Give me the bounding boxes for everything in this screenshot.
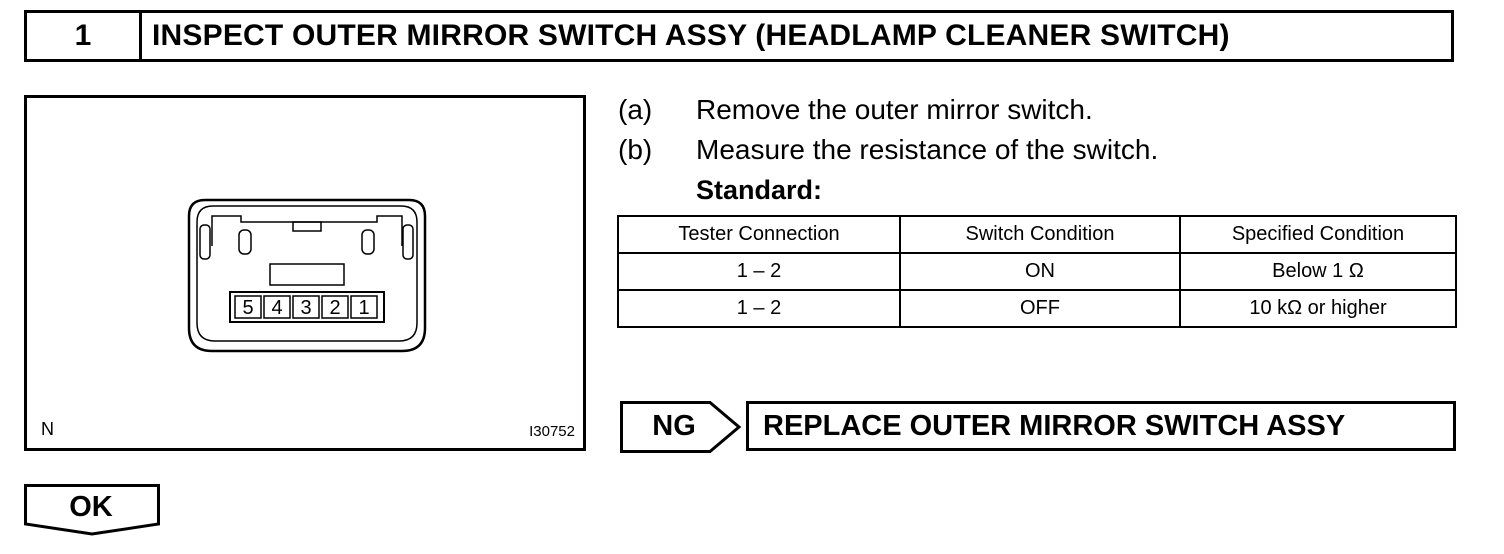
standard-label: Standard: [696,175,823,205]
pin-label: 5 [242,297,253,319]
terminal-cell [292,295,320,319]
connector-drawing: 5 4 3 2 1 [187,198,427,353]
table-cell: 1 – 2 [617,252,901,291]
ok-arrow-shape [24,484,160,536]
instruction-mark: (b) [618,134,653,165]
figure-corner-letter: N [41,419,54,439]
terminal-cell [321,295,349,319]
terminal-cell [350,295,378,319]
instruction-item: (a) Remove the outer mirror switch. [618,90,1158,130]
terminal-block: 5 4 3 2 1 [229,291,385,323]
instructions: (a) Remove the outer mirror switch. (b) … [618,90,1158,210]
right-outer-slot [402,224,414,260]
table-cell: ON [899,252,1181,291]
table-row: 1 – 2 OFF 10 kΩ or higher [617,289,1457,328]
column-header: Specified Condition [1179,215,1457,254]
terminal-cell [263,295,291,319]
step-header: 1 INSPECT OUTER MIRROR SWITCH ASSY (HEAD… [24,10,1454,62]
connector-inner-outline [196,205,418,342]
table-cell: Below 1 Ω [1179,252,1457,291]
connector-figure: 5 4 3 2 1 N I30752 [24,95,586,451]
pin-label: 1 [358,297,369,319]
ng-label: NG [652,409,696,442]
spec-table: Tester Connection Switch Condition Speci… [617,215,1457,328]
column-header: Tester Connection [617,215,901,254]
key-window [269,263,345,286]
table-cell: OFF [899,289,1181,328]
right-inner-slot [361,229,375,255]
pin-label: 2 [329,297,340,319]
instruction-text: Measure the resistance of the switch. [696,134,1159,165]
step-title: INSPECT OUTER MIRROR SWITCH ASSY (HEADLA… [152,19,1230,52]
table-row: 1 – 2 ON Below 1 Ω [617,252,1457,291]
table-header-row: Tester Connection Switch Condition Speci… [617,215,1457,254]
table-cell: 10 kΩ or higher [1179,289,1457,328]
connector-outer-outline [187,198,427,353]
latch-tab [292,221,322,232]
pin-label: 4 [271,297,282,319]
terminal-cell [234,295,262,319]
column-header: Switch Condition [899,215,1181,254]
ng-action: REPLACE OUTER MIRROR SWITCH ASSY [746,401,1456,451]
ng-arrow-shape [620,401,742,453]
instruction-text: Remove the outer mirror switch. [696,94,1093,125]
pin-label: 3 [300,297,311,319]
left-outer-slot [199,224,211,260]
figure-code: I30752 [529,423,575,440]
step-number: 1 [27,13,142,59]
ok-label: OK [69,490,113,523]
instruction-mark: (a) [618,94,653,125]
instruction-item: (b) Measure the resistance of the switch… [618,130,1158,170]
table-cell: 1 – 2 [617,289,901,328]
left-inner-slot [238,229,252,255]
